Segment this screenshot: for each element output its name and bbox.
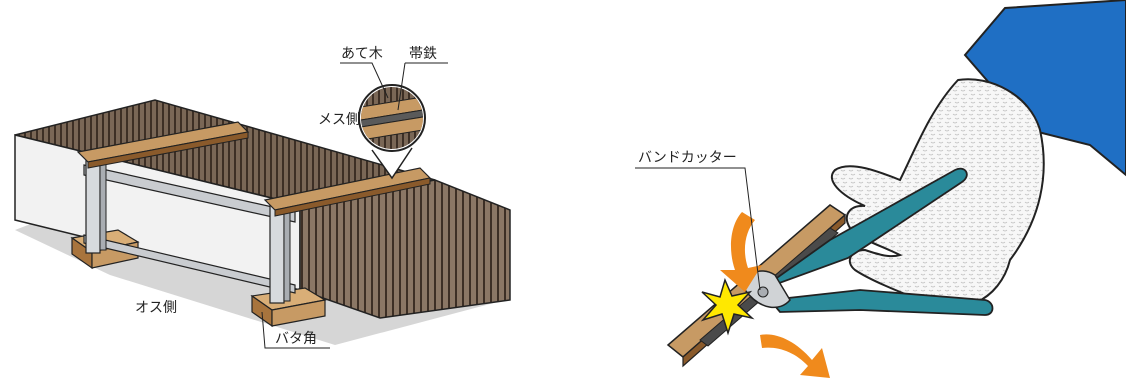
curved-arrow-icon [720,212,762,292]
leader-band-cutter [635,167,761,291]
steel-post-right [269,204,291,304]
label-band-cutter: バンドカッター [638,150,737,166]
leader-lines [261,62,448,349]
pad-wood-left-edge [87,131,249,169]
steel-post-left [85,157,107,254]
spark-icon [700,277,755,336]
label-female-side: メス側 [318,112,360,128]
cutting-illustration [635,0,1126,378]
pad-wood-right-edge [274,177,431,217]
steel-band-front [83,164,296,223]
label-pad-wood: あて木 [341,46,383,62]
label-male-side: オス側 [135,300,177,316]
steel-band-bottom [83,234,296,294]
label-bata-angle: バタ角 [275,331,317,347]
curved-arrow-icon [760,334,830,378]
panel-stack-illustration [14,62,511,349]
magnifier-circle-icon [358,84,426,180]
label-steel-band: 帯鉄 [409,46,437,62]
band-cutter-icon [743,167,994,316]
